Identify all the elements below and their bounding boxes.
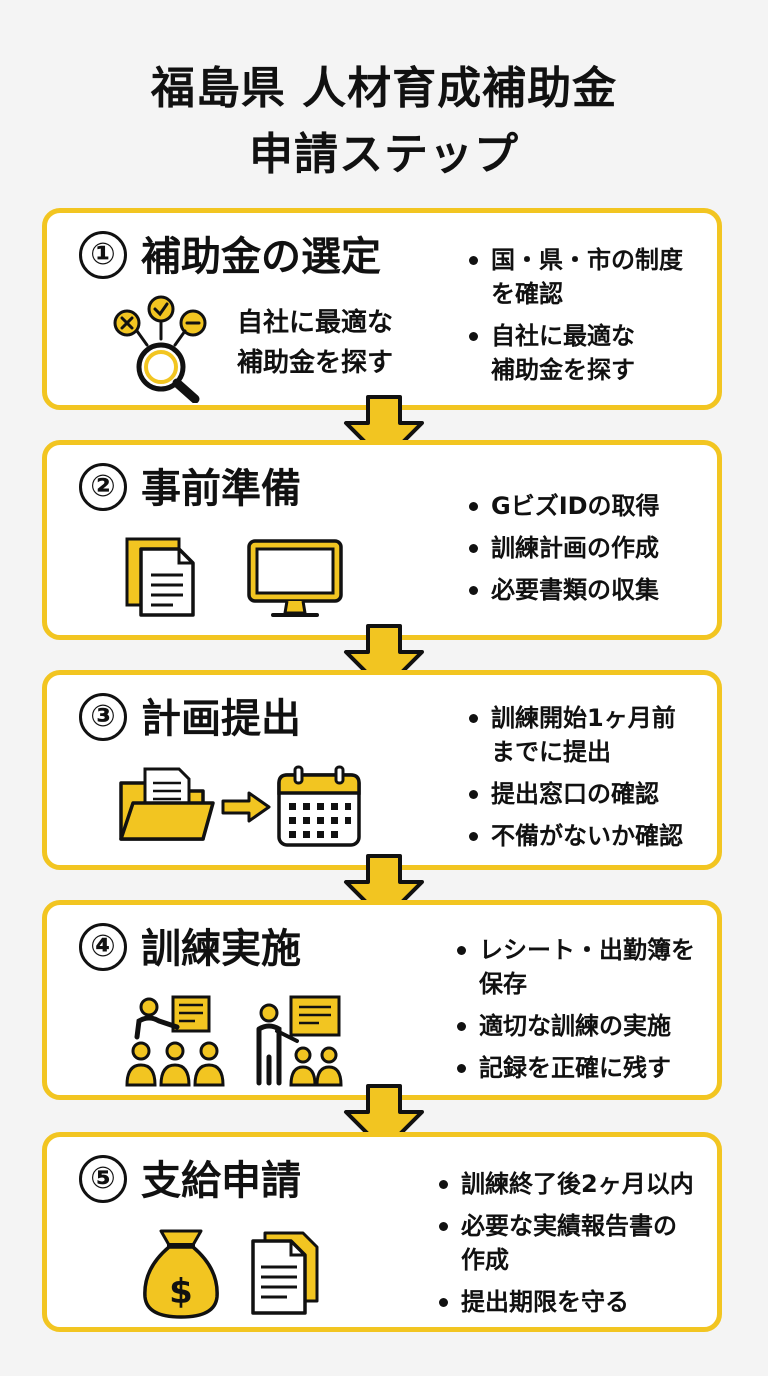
svg-text:$: $ [169,1272,193,1312]
bullet-item: を確認 [491,280,563,308]
step-title-text-2: 事前準備 [141,466,301,512]
step-number-4: ④ [79,923,127,971]
title-line-2: 申請ステップ [249,129,519,180]
document-icon [251,1231,319,1315]
step-number-5: ⑤ [79,1155,127,1203]
monitor-icon [247,539,343,617]
step-title-text-1: 補助金の選定 [141,234,381,280]
magnifier-icon [113,295,207,403]
down-arrow-icon [344,1084,424,1152]
bullet-item: 不備がないか確認 [465,819,683,853]
bullet-item: 保存 [479,970,527,998]
bullet-item: までに提出 [491,738,611,766]
step-number-3: ③ [79,693,127,741]
step-title-text-5: 支給申請 [141,1158,301,1204]
page-title: 福島県 人材育成補助金 申請ステップ [0,56,768,188]
folder-icon [119,767,215,841]
step-bullets-2: GビズIDの取得 訓練計画の作成 必要書類の収集 [465,489,660,615]
classroom-icon [125,995,225,1087]
tagline-line: 自社に最適な [237,308,394,338]
step-tagline-1: 自社に最適な 補助金を探す [237,303,393,383]
bullet-item: 必要な実績報告書の [435,1209,694,1243]
step-title-3: ③ 計画提出 [79,693,301,745]
title-line-1: 福島県 人材育成補助金 [150,63,618,114]
money-bag-icon: $ [143,1229,219,1319]
bullet-item: 国・県・市の制度 [465,243,683,277]
step-card-5: ⑤ 支給申請 $ 訓練終了後2ヶ月以内 必要な実績報告書の 作成 提出期限を守る [42,1132,722,1332]
bullet-item: 自社に最適な [465,319,683,353]
bullet-item: 提出窓口の確認 [465,777,683,811]
presenter-icon [256,995,343,1087]
bullet-item: 必要書類の収集 [465,573,660,607]
bullet-item: 訓練計画の作成 [465,531,660,565]
step-card-4: ④ 訓練実施 レシート・出勤簿を 保存 適切な訓練の実施 記録を正確に残す [42,900,722,1100]
step-number-1: ① [79,231,127,279]
document-icon [125,537,195,617]
step-bullets-1: 国・県・市の制度 を確認 自社に最適な 補助金を探す [465,243,683,395]
step-title-5: ⑤ 支給申請 [79,1155,301,1207]
step-card-2: ② 事前準備 GビズIDの取得 訓練計画の作成 必要書類の収集 [42,440,722,640]
step-title-text-4: 訓練実施 [141,926,301,972]
step-title-text-3: 計画提出 [141,696,301,742]
step-bullets-3: 訓練開始1ヶ月前 までに提出 提出窓口の確認 不備がないか確認 [465,701,683,861]
calendar-icon [277,765,361,847]
tagline-line: 補助金を探す [237,348,394,378]
bullet-item: 適切な訓練の実施 [453,1009,695,1043]
step-card-3: ③ 計画提出 訓練開始1ヶ月前 までに提出 提出窓口の確認 不備がないか確認 [42,670,722,870]
bullet-item: 補助金を探す [491,356,635,384]
step-card-1: ① 補助金の選定 自社に最適な 補助金を探す 国・県・市の制度 を確認 自社に最適… [42,208,722,410]
step-number-2: ② [79,463,127,511]
arrow-right-icon [221,791,271,823]
step-bullets-5: 訓練終了後2ヶ月以内 必要な実績報告書の 作成 提出期限を守る [435,1167,694,1327]
bullet-item: 訓練終了後2ヶ月以内 [435,1167,694,1201]
bullet-item: レシート・出勤簿を [453,933,695,967]
bullet-item: GビズIDの取得 [465,489,660,523]
step-title-4: ④ 訓練実施 [79,923,301,975]
bullet-item: 作成 [461,1246,509,1274]
step-title-2: ② 事前準備 [79,463,301,515]
step-bullets-4: レシート・出勤簿を 保存 適切な訓練の実施 記録を正確に残す [453,933,695,1093]
step-title-1: ① 補助金の選定 [79,231,381,283]
bullet-item: 記録を正確に残す [453,1051,695,1085]
bullet-item: 提出期限を守る [435,1285,694,1319]
bullet-item: 訓練開始1ヶ月前 [465,701,683,735]
